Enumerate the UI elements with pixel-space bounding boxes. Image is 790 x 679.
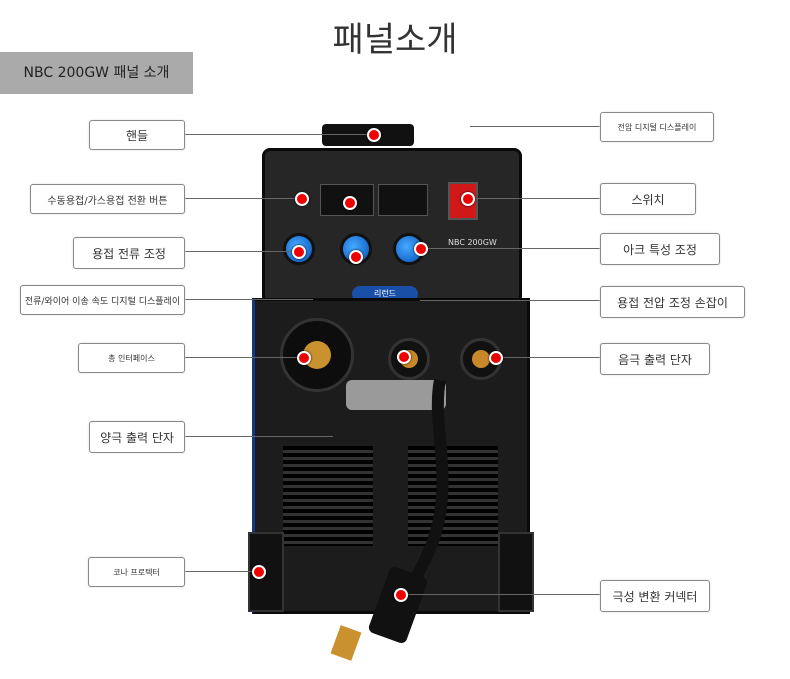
label-polarity-connector: 극성 변환 커넥터 (600, 580, 710, 612)
corner-protector-left (248, 532, 284, 612)
label-corner-protector: 코나 프로텍터 (88, 557, 185, 587)
label-negative-terminal: 음극 출력 단자 (600, 343, 710, 375)
leader-line (183, 134, 373, 135)
connector-plate (346, 380, 446, 410)
leader-line (183, 436, 333, 437)
marker-negative-terminal (489, 351, 503, 365)
marker-current-display (343, 196, 357, 210)
marker-polarity-connector (394, 588, 408, 602)
label-current-adjust: 용접 전류 조정 (73, 237, 185, 269)
leader-line (183, 251, 298, 252)
marker-corner-protector (252, 565, 266, 579)
leader-line (183, 299, 313, 300)
leader-line (183, 357, 303, 358)
label-handle: 핸들 (89, 120, 185, 150)
label-arc-adjust: 아크 특성 조정 (600, 233, 720, 265)
voltage-display (378, 184, 428, 216)
marker-arc-knob (414, 242, 428, 256)
marker-handle (367, 128, 381, 142)
label-gun-interface: 총 인터페이스 (78, 343, 185, 373)
front-panel (262, 148, 522, 304)
marker-current-knob (292, 245, 306, 259)
label-voltage-knob: 용접 전압 조정 손잡이 (600, 286, 745, 318)
leader-line (495, 357, 600, 358)
marker-positive-terminal (397, 350, 411, 364)
right-vent (408, 446, 498, 546)
label-mode-button: 수동용접/가스용접 전환 버튼 (30, 184, 185, 214)
leader-line (420, 248, 600, 249)
label-positive-terminal: 양극 출력 단자 (89, 421, 185, 453)
polarity-cable (330, 378, 449, 661)
left-vent (283, 446, 373, 546)
label-switch: 스위치 (600, 183, 696, 215)
leader-line (470, 198, 600, 199)
leader-line (183, 571, 258, 572)
model-text: NBC 200GW (448, 238, 497, 247)
marker-gun-interface (297, 351, 311, 365)
leader-line (470, 126, 600, 127)
marker-mode-button (295, 192, 309, 206)
label-current-display: 전류/와이어 이송 속도 디지털 디스플레이 (20, 285, 185, 315)
corner-protector-right (498, 532, 534, 612)
marker-voltage-knob (349, 250, 363, 264)
model-tag: NBC 200GW 패널 소개 (0, 52, 193, 94)
current-display (320, 184, 374, 216)
leader-line (400, 594, 600, 595)
page-title: 패널소개 (332, 20, 458, 60)
gun-interface (280, 318, 354, 392)
leader-line (420, 300, 600, 301)
label-voltage-display: 전압 디지털 디스플레이 (600, 112, 714, 142)
leader-line (183, 198, 301, 199)
marker-switch (461, 192, 475, 206)
